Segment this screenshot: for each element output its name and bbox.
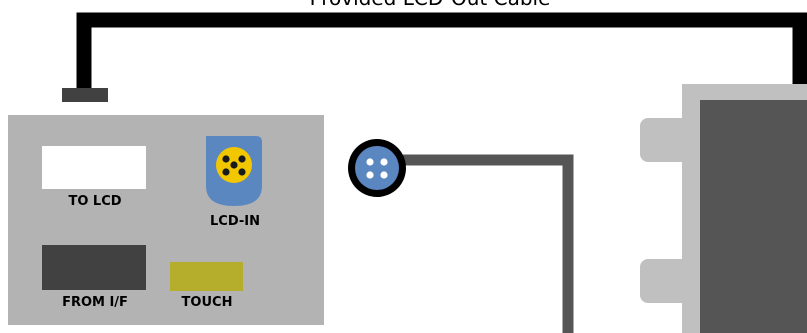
to-lcd-port[interactable] [42,146,146,189]
touch-port[interactable] [170,262,243,291]
lcd-in-pins [222,155,246,176]
lcd-in-label: LCD-IN [210,214,260,229]
lcd-monitor-mount-bottom [640,259,690,303]
lcd-monitor-screen [700,100,807,333]
touch-label: TOUCH [182,295,233,310]
cable-plug-board-end [62,88,108,102]
cable-label: Provided LCD-Out Cable [310,0,551,10]
round-connector-pins [366,158,388,179]
from-if-label: FROM I/F [62,295,128,310]
from-if-port[interactable] [42,245,146,290]
lead-wire [400,154,574,333]
lcd-out-cable [76,12,807,90]
round-connector-face [355,146,399,190]
lcd-monitor-mount-top [640,118,690,162]
to-lcd-label: TO LCD [68,194,121,209]
